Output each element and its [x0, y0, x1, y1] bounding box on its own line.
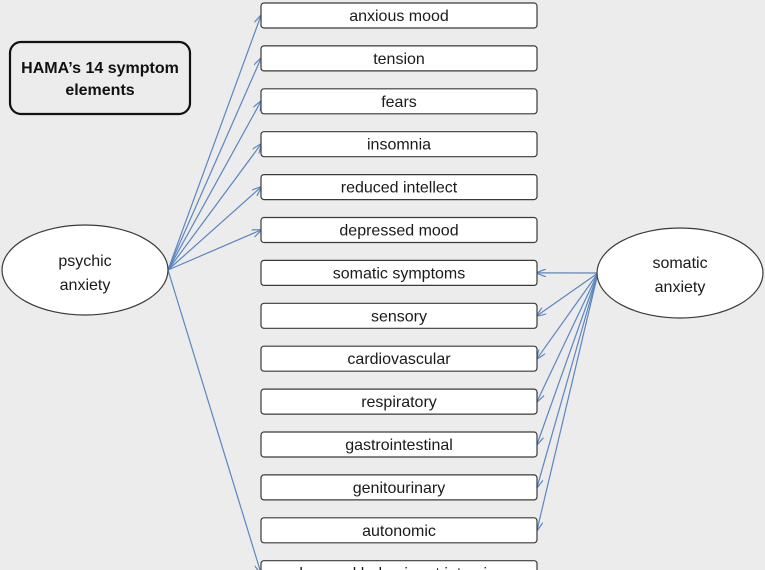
symptom-box-gastrointestinal: gastrointestinal: [260, 431, 538, 458]
symptom-box-somatic-symptoms: somatic symptoms: [260, 259, 538, 286]
symptom-box-sensory: sensory: [260, 302, 538, 329]
psychic-node-line-1: psychic: [58, 253, 111, 270]
title-box: HAMA’s 14 symptom elements: [8, 40, 192, 116]
symptom-list: anxious mood tension fears insomnia reduced …: [260, 2, 538, 570]
symptom-label-insomnia: insomnia: [367, 137, 431, 154]
title-line-2: elements: [65, 82, 134, 99]
arrow-somatic-8: [537, 272, 599, 359]
symptom-box-genitourinary: genitourinary: [260, 474, 538, 501]
arrow-somatic-11: [537, 272, 599, 487]
symptom-box-anxious-mood: anxious mood: [260, 2, 538, 29]
symptom-label-reduced-intellect: reduced intellect: [341, 180, 458, 197]
arrow-psychic-5: [167, 230, 261, 271]
symptom-label-fears: fears: [381, 94, 417, 111]
symptom-box-autonomic: autonomic: [260, 517, 538, 544]
symptom-label-sensory: sensory: [371, 308, 427, 325]
symptom-label-somatic-symptoms: somatic symptoms: [333, 265, 465, 282]
arrows: [167, 16, 599, 570]
arrow-somatic-7: [537, 272, 599, 316]
symptom-label-observed-behavior-at-interview: observed behavior at interview: [290, 566, 507, 570]
symptom-label-autonomic: autonomic: [362, 523, 436, 540]
arrow-somatic-10: [537, 272, 599, 445]
symptom-label-anxious-mood: anxious mood: [349, 8, 449, 25]
arrow-psychic-2: [167, 101, 261, 271]
symptom-label-respiratory: respiratory: [361, 394, 437, 411]
symptom-box-insomnia: insomnia: [260, 131, 538, 158]
arrow-psychic-1: [167, 58, 261, 271]
symptom-box-tension: tension: [260, 45, 538, 72]
symptom-label-cardiovascular: cardiovascular: [347, 351, 451, 368]
symptom-label-gastrointestinal: gastrointestinal: [345, 437, 453, 454]
psychic-node-line-2: anxiety: [60, 277, 111, 294]
symptom-label-tension: tension: [373, 51, 425, 68]
arrow-psychic-4: [167, 187, 261, 271]
arrow-somatic-9: [537, 272, 599, 402]
symptom-box-cardiovascular: cardiovascular: [260, 345, 538, 372]
arrow-psychic-0: [167, 16, 261, 271]
somatic-node-line-1: somatic: [652, 255, 707, 272]
symptom-box-respiratory: respiratory: [260, 388, 538, 415]
arrow-psychic-13: [167, 269, 261, 570]
somatic-node-line-2: anxiety: [655, 279, 706, 296]
symptom-box-fears: fears: [260, 88, 538, 115]
arrow-somatic-12: [537, 272, 599, 530]
somatic-anxiety-node: somatic anxiety: [596, 227, 764, 319]
symptom-label-depressed-mood: depressed mood: [339, 223, 458, 240]
psychic-anxiety-node: psychic anxiety: [1, 224, 169, 316]
arrow-psychic-3: [167, 144, 261, 271]
symptom-label-genitourinary: genitourinary: [353, 480, 446, 497]
symptom-box-depressed-mood: depressed mood: [260, 216, 538, 244]
symptom-box-reduced-intellect: reduced intellect: [260, 174, 538, 201]
symptom-box-observed-behavior-at-interview: observed behavior at interview: [260, 560, 538, 570]
title-line-1: HAMA’s 14 symptom: [21, 60, 179, 77]
